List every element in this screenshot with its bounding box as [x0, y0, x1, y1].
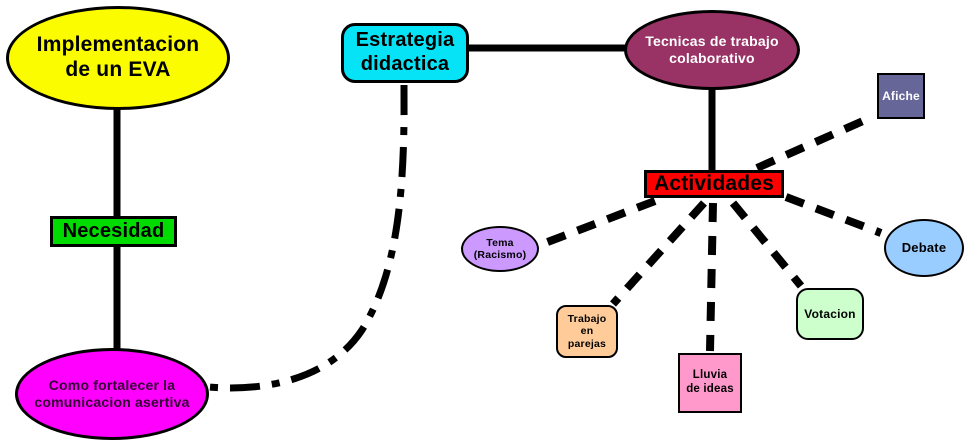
node-como-fortalecer-comunicacion[interactable]: Como fortalecer la comunicacion asertiva [15, 348, 209, 440]
edge-actividades-debate [784, 193, 883, 237]
node-implementacion-de-un-eva[interactable]: Implementacion de un EVA [6, 6, 230, 110]
node-actividades[interactable]: Actividades [644, 170, 784, 198]
edge-estrategia-como [207, 84, 408, 392]
edge-actividades-lluvia [706, 202, 717, 352]
node-debate[interactable]: Debate [884, 219, 964, 277]
edge-actividades-votacion [729, 200, 805, 289]
node-afiche[interactable]: Afiche [877, 73, 925, 119]
edge-actividades-afiche [755, 113, 874, 172]
node-votacion[interactable]: Votacion [796, 288, 864, 340]
edge-actividades-trabajo [610, 200, 707, 307]
edge-actividades-tema [543, 197, 657, 247]
node-estrategia-didactica[interactable]: Estrategia didactica [341, 23, 469, 83]
node-tecnicas-trabajo-colaborativo[interactable]: Tecnicas de trabajo colaborativo [624, 10, 800, 90]
node-tema-racismo[interactable]: Tema (Racismo) [461, 226, 539, 272]
node-trabajo-en-parejas[interactable]: Trabajo en parejas [556, 305, 618, 358]
node-necesidad[interactable]: Necesidad [50, 216, 177, 247]
node-lluvia-de-ideas[interactable]: Lluvia de ideas [678, 353, 742, 413]
